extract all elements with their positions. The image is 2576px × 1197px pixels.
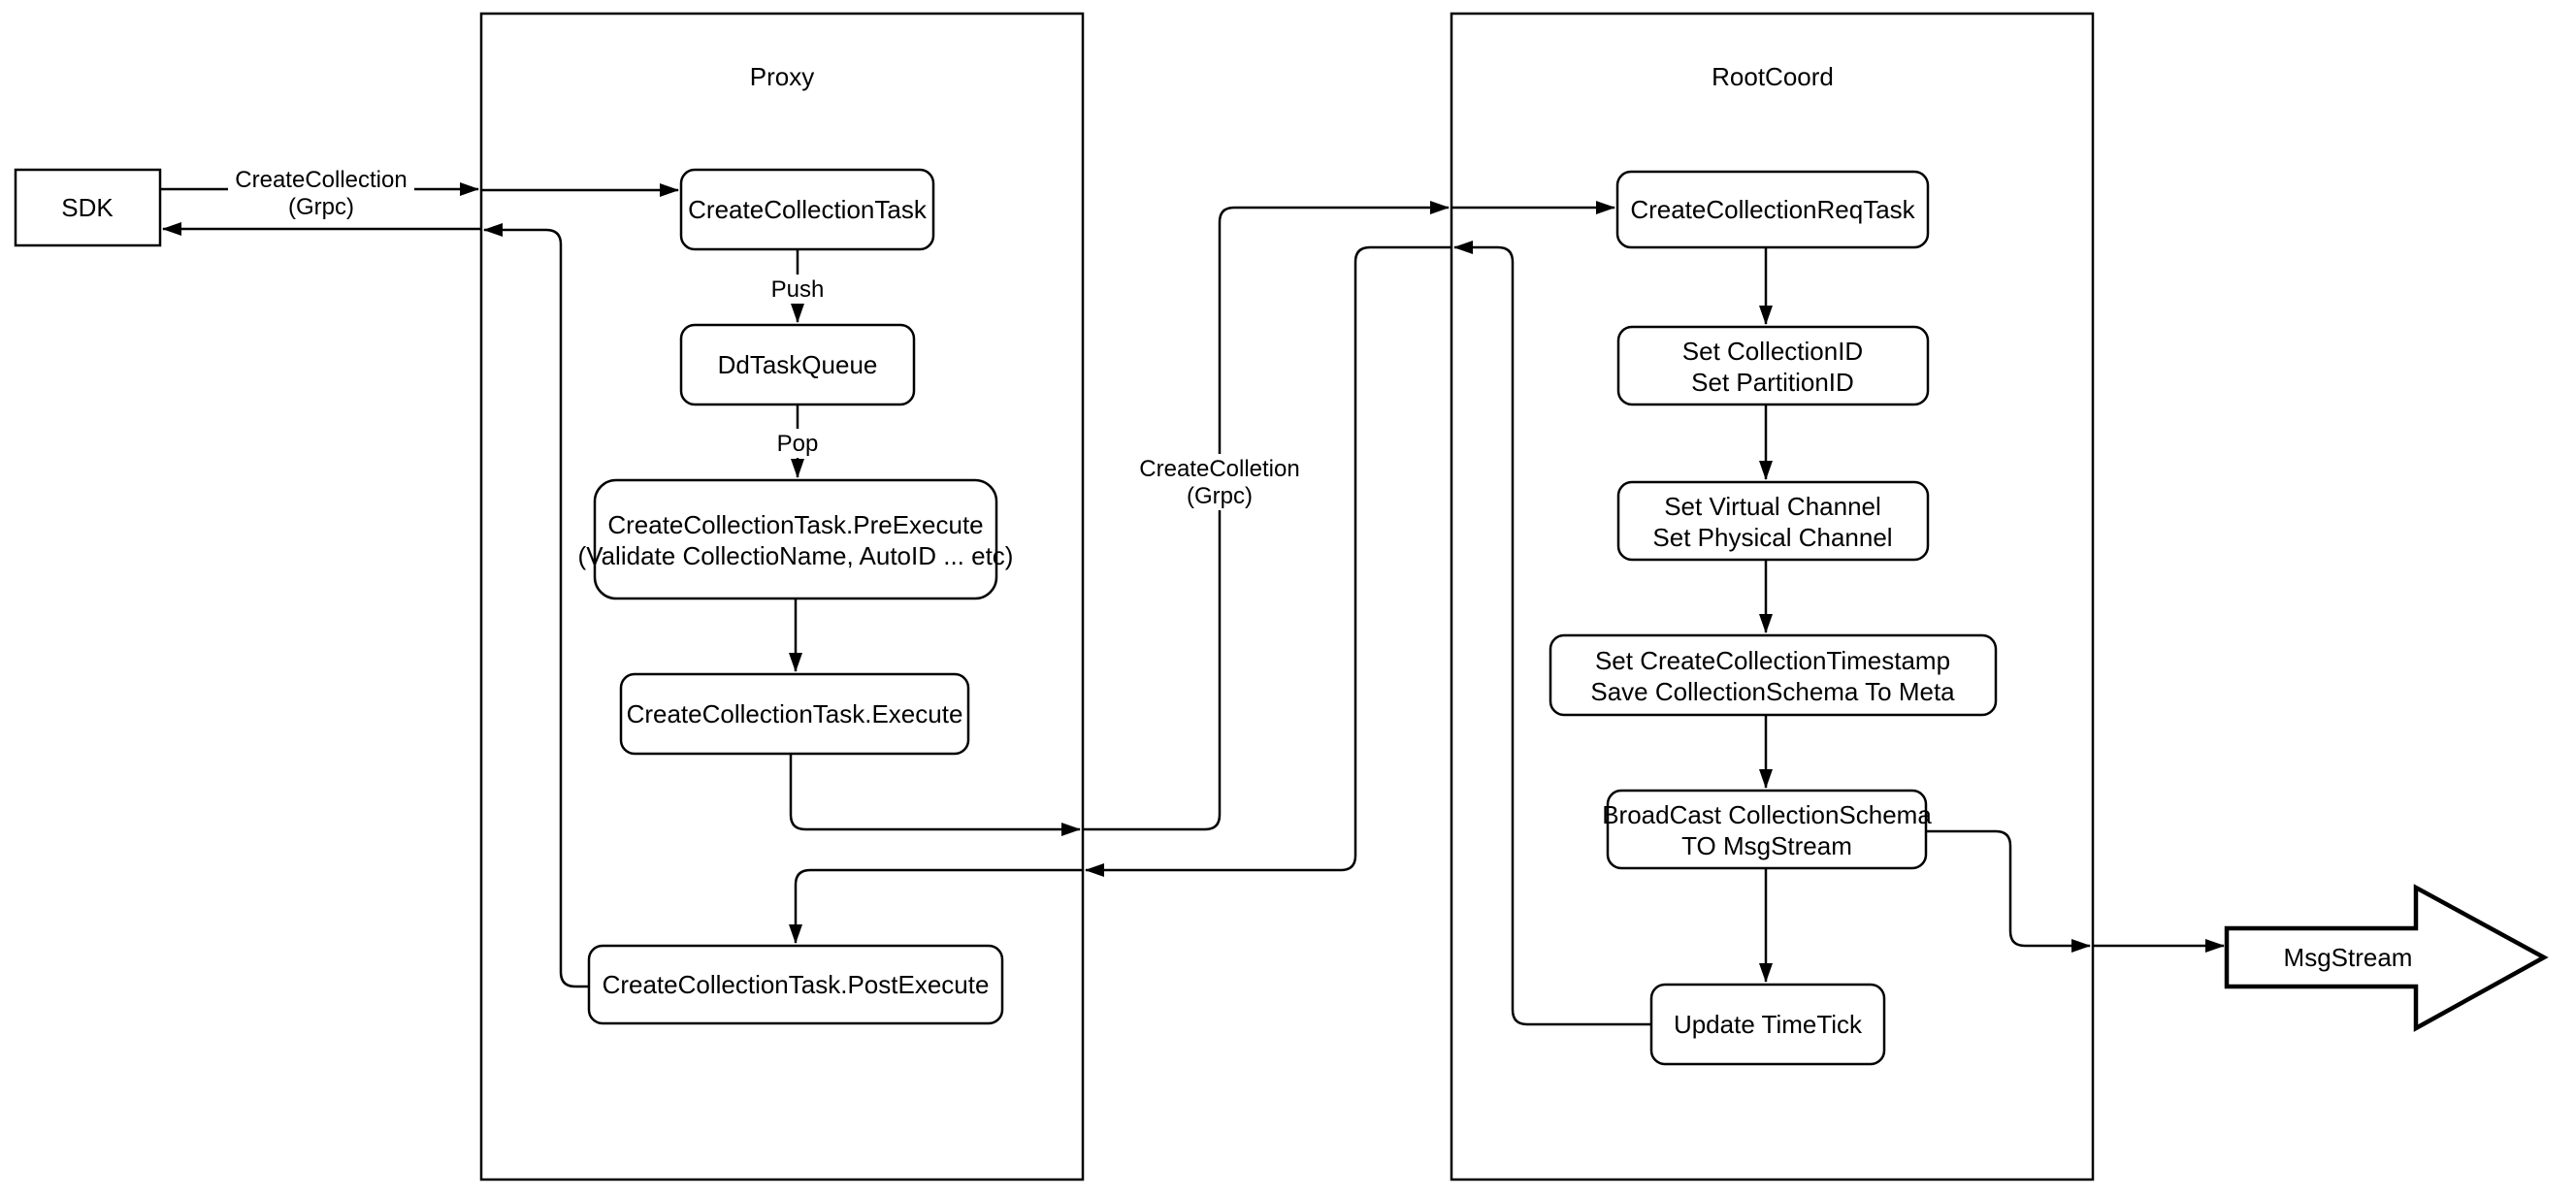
set-timestamp-label-line1: Set CreateCollectionTimestamp bbox=[1595, 646, 1950, 675]
set-channel-node bbox=[1616, 480, 1930, 562]
set-channel-label-line2: Set Physical Channel bbox=[1652, 523, 1892, 552]
proxy-to-rootcoord-label-line2: (Grpc) bbox=[1187, 483, 1253, 509]
sdk-to-proxy-label-line1: CreateCollection bbox=[235, 167, 407, 193]
rootcoord-container-title: RootCoord bbox=[1712, 62, 1834, 91]
sdk-node bbox=[14, 168, 162, 247]
proxy-container-title: Proxy bbox=[750, 62, 814, 91]
preexecute-label-line1: CreateCollectionTask.PreExecute bbox=[607, 510, 983, 539]
broadcast-label-line2: TO MsgStream bbox=[1681, 831, 1852, 860]
broadcast-label-line1: BroadCast CollectionSchema bbox=[1602, 800, 1932, 829]
set-timestamp-label-line2: Save CollectionSchema To Meta bbox=[1590, 677, 1955, 706]
createcollectionreqtask-label: CreateCollectionReqTask bbox=[1630, 195, 1915, 224]
ddtaskqueue-node bbox=[679, 323, 916, 406]
pop-label-bg bbox=[770, 429, 825, 458]
pop-label: Pop bbox=[777, 431, 819, 457]
proxy-to-rootcoord-label-line1: CreateColletion bbox=[1139, 456, 1299, 482]
execute-node bbox=[619, 672, 970, 756]
push-label: Push bbox=[771, 276, 825, 303]
set-timestamp-node bbox=[1549, 633, 1998, 717]
edge-updatetimetick-to-rootcoord-edge bbox=[1453, 241, 1651, 1026]
edge-rootcoord-to-proxy-response bbox=[1085, 245, 1451, 877]
postexecute-label: CreateCollectionTask.PostExecute bbox=[603, 970, 990, 999]
createcollectionreqtask-node bbox=[1615, 170, 1930, 249]
msgstream-label: MsgStream bbox=[2284, 943, 2413, 972]
set-collectionid-label-line1: Set CollectionID bbox=[1682, 337, 1863, 366]
update-timetick-node bbox=[1649, 983, 1886, 1066]
broadcast-node bbox=[1606, 789, 1928, 870]
edge-proxy-to-rootcoord bbox=[1083, 201, 1450, 831]
edge-postexecute-to-proxy-edge bbox=[483, 223, 589, 988]
push-label-bg bbox=[765, 275, 831, 304]
preexecute-label-line2: (Validate CollectioName, AutoID ... etc) bbox=[578, 541, 1014, 570]
update-timetick-label: Update TimeTick bbox=[1674, 1010, 1863, 1039]
proxy-to-rootcoord-label-bg bbox=[1128, 454, 1311, 510]
edge-response-to-postexecute bbox=[789, 868, 1083, 944]
rootcoord-container bbox=[1450, 12, 2095, 1181]
msgstream-arrow-shape bbox=[2224, 884, 2549, 1032]
sdk-to-proxy-label-bg bbox=[228, 165, 414, 221]
edge-execute-to-proxy-edge bbox=[789, 754, 1081, 836]
edge-broadcast-to-rootcoord-edge bbox=[1926, 829, 2091, 953]
sdk-to-proxy-label-line2: (Grpc) bbox=[288, 194, 354, 220]
createcollectiontask-label: CreateCollectionTask bbox=[688, 195, 928, 224]
postexecute-node bbox=[587, 944, 1004, 1025]
execute-label: CreateCollectionTask.Execute bbox=[627, 699, 963, 728]
createcollectiontask-node bbox=[679, 168, 935, 251]
sdk-node-label: SDK bbox=[61, 193, 114, 222]
proxy-container bbox=[479, 12, 1085, 1181]
preexecute-node bbox=[593, 478, 998, 600]
set-collectionid-label-line2: Set PartitionID bbox=[1691, 368, 1854, 397]
ddtaskqueue-label: DdTaskQueue bbox=[718, 350, 878, 379]
set-channel-label-line1: Set Virtual Channel bbox=[1664, 492, 1881, 521]
set-collectionid-node bbox=[1616, 325, 1930, 406]
